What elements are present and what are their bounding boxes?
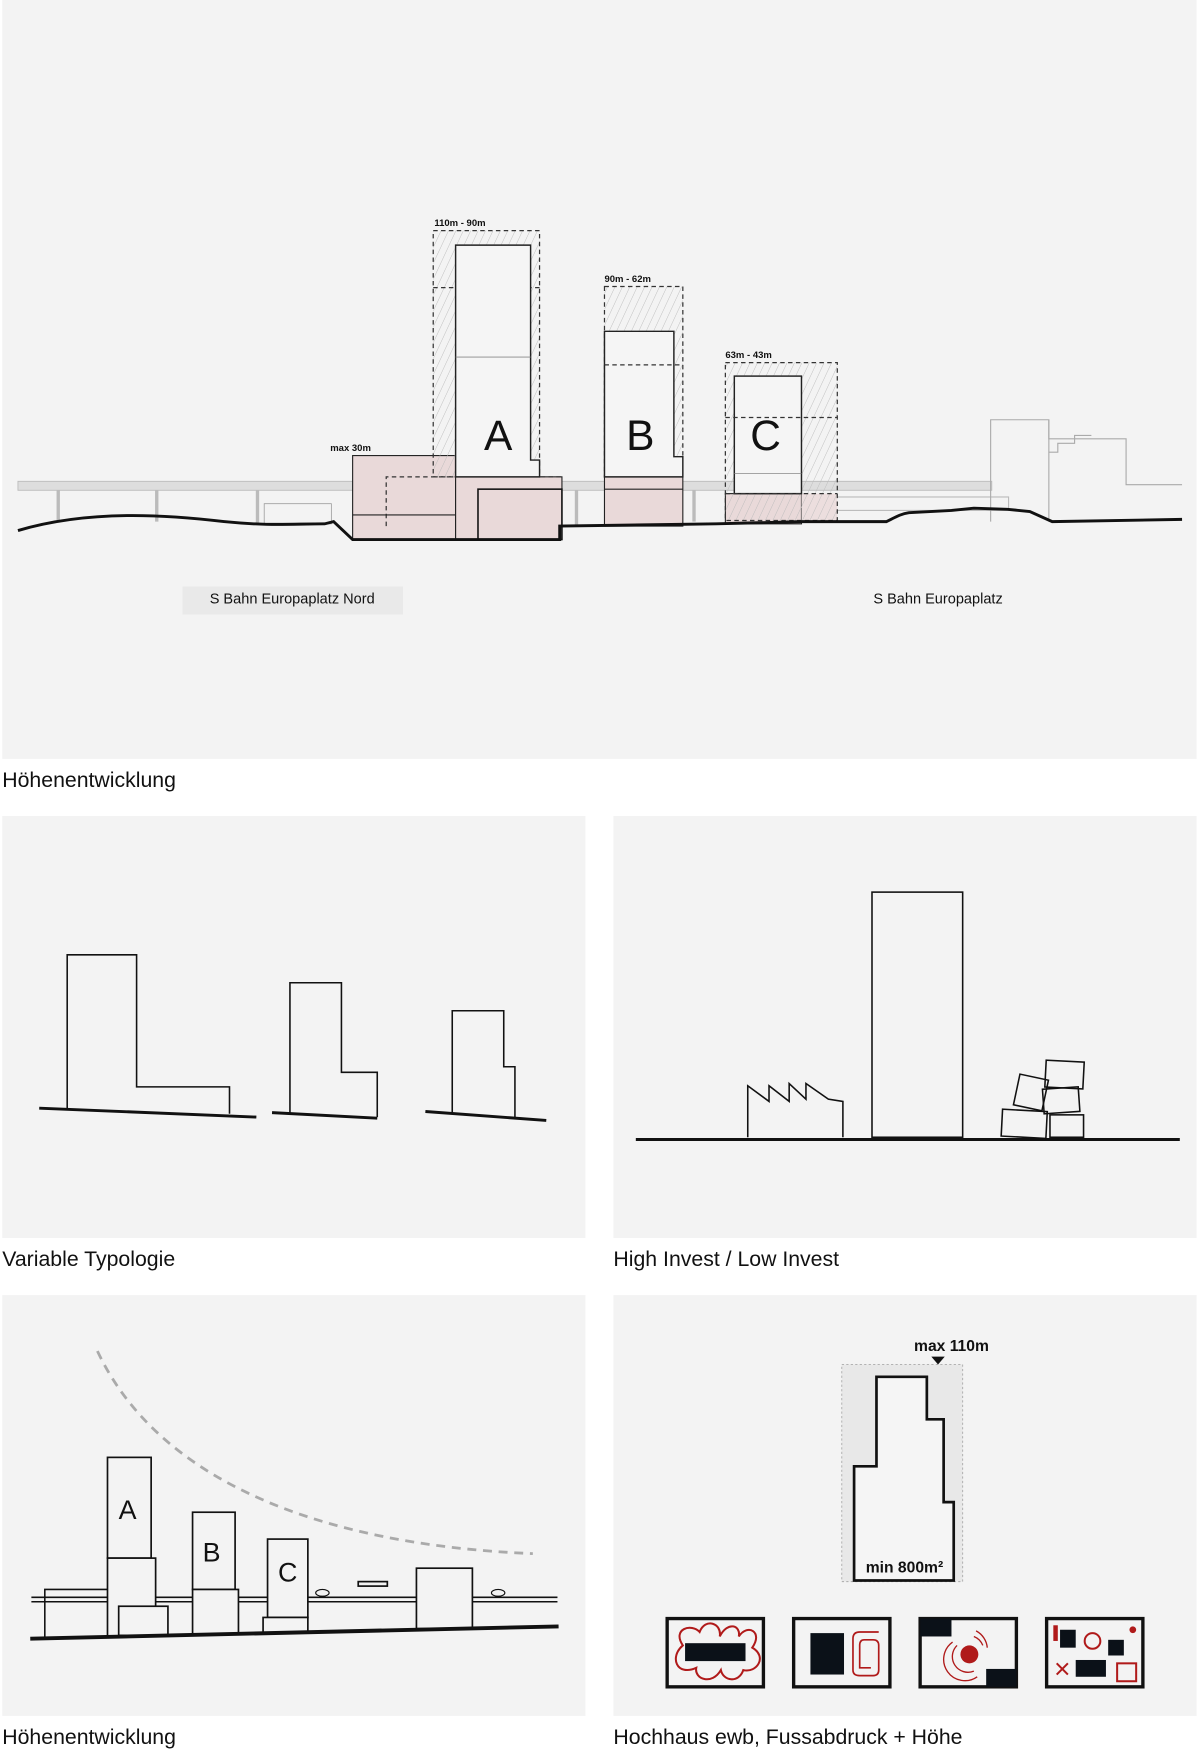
tower-c: C 63m - 43m [724, 350, 838, 522]
spiral-block-icon [791, 1616, 892, 1689]
tower-c-height-range: 63m - 43m [725, 350, 771, 361]
tower-footprint-outline [852, 1375, 956, 1582]
scattered-elements-icon [1044, 1616, 1145, 1689]
factory-icon [746, 1081, 844, 1138]
min-area-label: min 800m² [866, 1560, 943, 1577]
radiating-point-icon [918, 1616, 1019, 1689]
organic-boundary-icon [665, 1616, 766, 1689]
max-height-label: max 110m [914, 1338, 989, 1355]
existing-buildings [990, 419, 1183, 522]
car-icon [315, 1588, 330, 1597]
tower-icon [871, 891, 964, 1139]
height-development-panel: A B C [2, 1295, 586, 1716]
caption-hoehenentwicklung-2: Höhenentwicklung [2, 1725, 176, 1749]
tower-c-letter: C [750, 412, 781, 460]
stacked-boxes-icon [1000, 1059, 1086, 1140]
section-elevation-panel: A 110m - 90m B 90m - 62m C 63m - 43m max… [2, 0, 1197, 759]
tower-a-letter-small: A [119, 1495, 137, 1525]
tower-b-height-range: 90m - 62m [604, 274, 650, 285]
tower-a-height-range: 110m - 90m [434, 218, 485, 229]
caption-invest: High Invest / Low Invest [613, 1247, 839, 1271]
tower-c-letter-small: C [278, 1558, 297, 1588]
caption-footprint: Hochhaus ewb, Fussabdruck + Höhe [613, 1725, 962, 1749]
tower-b-letter: B [626, 412, 654, 460]
car-icon [490, 1588, 506, 1597]
max-30m-label: max 30m [330, 443, 371, 454]
max-height-marker-icon [931, 1356, 945, 1365]
invest-panel [613, 815, 1197, 1238]
ground-line [17, 506, 1183, 541]
caption-hoehenentwicklung: Höhenentwicklung [2, 768, 176, 792]
station-label: S Bahn Europaplatz [873, 591, 1002, 607]
tower-b: B 90m - 62m [603, 274, 684, 478]
tower-b-letter-small: B [203, 1537, 221, 1567]
caption-variable-typologie: Variable Typologie [2, 1247, 175, 1271]
variable-typology-panel [2, 815, 586, 1238]
footprint-panel: max 110m min 800m² [613, 1295, 1197, 1716]
tower-a-letter: A [484, 412, 513, 460]
tower-a: A 110m - 90m [432, 218, 541, 478]
station-label-nord: S Bahn Europaplatz Nord [210, 591, 375, 607]
